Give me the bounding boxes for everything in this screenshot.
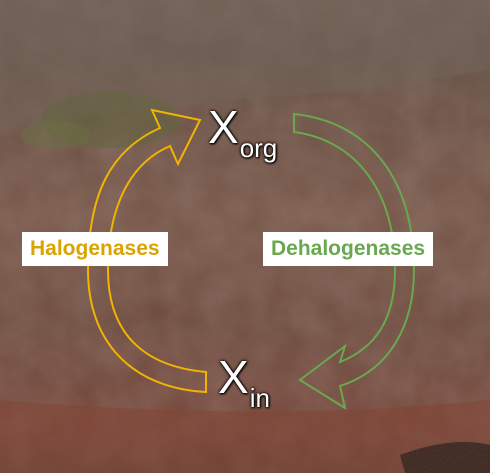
dehalogenases-label: Dehalogenases	[263, 232, 433, 266]
inorganic-halogen-symbol: X	[218, 351, 249, 403]
organic-halogen-subscript: org	[240, 133, 278, 163]
organic-halogen-symbol: X	[208, 101, 239, 153]
organic-halogen-label: Xorg	[208, 104, 276, 150]
inorganic-halogen-label: Xin	[218, 354, 269, 400]
inorganic-halogen-subscript: in	[250, 383, 270, 413]
halogenases-label: Halogenases	[22, 232, 168, 266]
